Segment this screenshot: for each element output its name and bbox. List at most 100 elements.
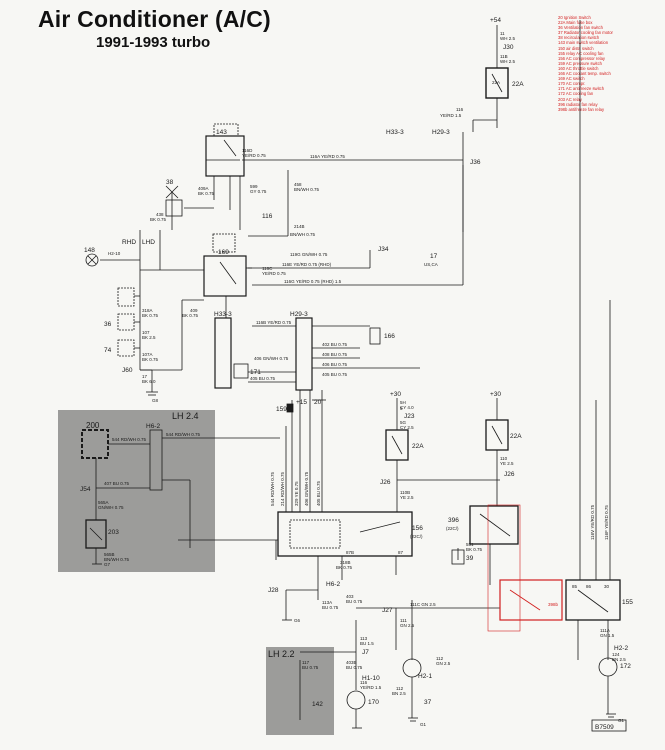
wire-565a: 565A xyxy=(98,500,109,505)
wire-112: 112 xyxy=(436,656,444,661)
wire-599: 599 xyxy=(250,184,258,189)
wire-116v: 116V YE/RD 0.75 xyxy=(590,504,595,540)
wire-5g: 5G xyxy=(400,420,407,425)
wire-17-color: BK 6.0 xyxy=(142,379,156,384)
wire-409a-color: BK 0.75 xyxy=(198,191,215,196)
label-156-sub: (22C/) xyxy=(410,534,423,539)
pin-86: 86 xyxy=(586,584,592,589)
wire-116a: 116A YE/RD 0.75 xyxy=(310,154,345,159)
wire-117-color: BU 0.75 xyxy=(302,665,319,670)
label-159: 159 xyxy=(276,406,287,413)
wire-11b-color: WH 2.5 xyxy=(500,59,516,64)
legend-item: 398b antifreeze fan relay xyxy=(558,106,605,112)
legend-item: 22A Main fuse box xyxy=(558,20,593,26)
wire-409-color: BK 0.75 xyxy=(182,313,199,318)
wire-111-color: GN 2.5 xyxy=(400,623,415,628)
wire-403b-color: BU 0.75 xyxy=(346,665,363,670)
wire-565b-color: BN/WH 0.75 xyxy=(104,557,130,562)
wire-116d-color: YE/RD 0.75 xyxy=(242,153,266,158)
conn-j30: J30 xyxy=(503,44,514,51)
wire-318a-color: BK 0.75 xyxy=(142,313,159,318)
wire-113a-color: BU 0.75 xyxy=(322,605,339,610)
wire-116h-color: YE/RD 1.5 xyxy=(360,685,382,690)
wire-107: 107 xyxy=(142,330,150,335)
label-39: 39 xyxy=(466,555,474,562)
label-5: 5 xyxy=(400,406,403,411)
supply-54: +54 xyxy=(490,17,501,24)
label-17: 17 xyxy=(430,253,438,260)
switch-169 xyxy=(203,255,247,297)
wire-107a-color: BK 0.75 xyxy=(142,357,159,362)
lh24-label: LH 2.4 xyxy=(172,411,199,421)
wire-405v: 405 BU 0.75 xyxy=(316,480,321,506)
wire-409: 409 xyxy=(190,308,198,313)
conn-h29-b: H29-3 xyxy=(290,311,308,318)
wire-214b-color: BN/WH 0.75 xyxy=(290,232,316,237)
wire-116b: 116B YE/RD 0.75 xyxy=(256,320,292,325)
label-396-sub: (22C/) xyxy=(446,526,459,531)
wire-5g-color: CY 2.5 xyxy=(400,425,414,430)
conn-h33-b: H33-3 xyxy=(214,311,232,318)
conn-j36: J36 xyxy=(470,159,481,166)
relay-396-highlight xyxy=(487,504,521,632)
label-156: 156 xyxy=(412,525,423,532)
wire-113: 113 xyxy=(360,636,368,641)
conn-j28: J28 xyxy=(268,587,279,594)
label-38: 38 xyxy=(166,179,174,186)
conn-h62-b: H6-2 xyxy=(326,581,340,588)
conn-h29-a: H29-3 xyxy=(432,129,450,136)
wire-403b: 403B xyxy=(346,660,357,665)
pin-87b: 87B xyxy=(346,550,354,555)
conn-j26a: J26 xyxy=(380,479,391,486)
label-22a-3: 22A xyxy=(510,433,522,440)
wire-407: 407 BU 0.75 xyxy=(104,481,130,486)
wire-318b: 318B xyxy=(340,560,351,565)
page-title: Air Conditioner (A/C) xyxy=(38,6,271,32)
wire-318b-color: BK 0.75 xyxy=(336,565,353,570)
label-203: 203 xyxy=(108,529,119,536)
conn-h110: H1-10 xyxy=(362,675,380,682)
legend-item: 203 AC relay xyxy=(558,96,582,102)
label-17-sub: US,CA xyxy=(424,262,438,267)
legend-item: 38 recirculation switch xyxy=(558,35,600,41)
badge-frame xyxy=(591,719,627,732)
label-74: 74 xyxy=(104,347,112,354)
badge-label: B7509 xyxy=(595,724,614,731)
label-116: 116 xyxy=(262,213,273,220)
wire-112b-color: BN 2.5 xyxy=(392,691,406,696)
page-subtitle: 1991-1993 turbo xyxy=(96,34,211,51)
wire-11-color: WH 2.5 xyxy=(500,36,516,41)
supply-15: +15 xyxy=(296,399,307,406)
pin-87: 87 xyxy=(398,550,404,555)
wire-409a: 409A xyxy=(198,186,209,191)
conn-j26b: J26 xyxy=(504,471,515,478)
wire-599-color: GY 0.75 xyxy=(250,189,267,194)
wire-5h-color: CY 4.0 xyxy=(400,405,414,410)
wire-551: 551 xyxy=(466,542,474,547)
conn-g6: G6 xyxy=(294,618,301,623)
label-172: 172 xyxy=(620,663,631,670)
supply-30a: +30 xyxy=(390,391,401,398)
wire-110: 110 xyxy=(500,456,508,461)
label-396: 396 xyxy=(448,517,459,524)
label-142: 142 xyxy=(312,701,323,708)
wire-113-color: BU 1.5 xyxy=(360,641,374,646)
legend-item: 172 AC cooling fan xyxy=(558,91,594,97)
lh24-panel xyxy=(58,410,215,572)
wire-111a-color: GN 1.5 xyxy=(600,633,615,638)
wire-116g: 116G YE/RD 0.75 (RHD) 1.5 xyxy=(284,279,342,284)
conn-h62-a: H6-2 xyxy=(146,423,160,430)
relay-396 xyxy=(469,505,519,545)
legend-item: 169 AC switch xyxy=(558,76,585,82)
supply-30b: +30 xyxy=(490,391,501,398)
wire-116h: 116 xyxy=(360,680,368,685)
label-398b: 398b xyxy=(548,602,559,607)
wire-110-color: YE 2.5 xyxy=(500,461,514,466)
conn-lhd: LHD xyxy=(142,239,155,246)
label-170: 170 xyxy=(368,699,379,706)
wire-107-color: BK 2.5 xyxy=(142,335,156,340)
wire-119g: 119G GN/WH 0.75 xyxy=(290,252,328,257)
wire-124-color: BN 2.5 xyxy=(612,657,626,662)
label-169: 169 xyxy=(218,249,229,256)
legend-item: 143 main switch ventilation xyxy=(558,40,609,46)
